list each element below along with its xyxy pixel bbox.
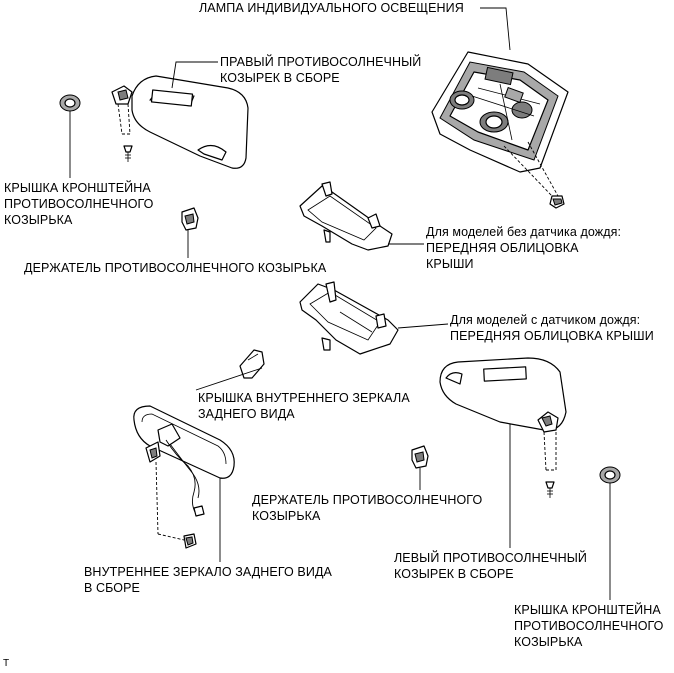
label-right-visor-line1: ПРАВЫЙ ПРОТИВОСОЛНЕЧНЫЙ <box>220 55 422 69</box>
label-inner-mirror-line1: ВНУТРЕННЕЕ ЗЕРКАЛО ЗАДНЕГО ВИДА <box>84 565 332 579</box>
label-bracket-cover-bottom-line1: КРЫШКА КРОНШТЕЙНА <box>514 603 661 617</box>
label-visor-holder-top-text: ДЕРЖАТЕЛЬ ПРОТИВОСОЛНЕЧНОГО КОЗЫРЬКА <box>24 261 327 275</box>
label-bracket-cover-bottom-line3: КОЗЫРЬКА <box>514 635 583 649</box>
label-roof-trim-rain: Для моделей с датчиком дождя: ПЕРЕДНЯЯ О… <box>450 312 654 344</box>
label-inner-mirror-line2: В СБОРЕ <box>84 581 140 595</box>
label-roof-trim-no-rain-line3: КРЫШИ <box>426 257 474 271</box>
label-visor-holder-bottom-line1: ДЕРЖАТЕЛЬ ПРОТИВОСОЛНЕЧНОГО <box>252 493 483 507</box>
visor-holder-top-part <box>181 207 199 231</box>
label-mirror-cover-line1: КРЫШКА ВНУТРЕННЕГО ЗЕРКАЛА <box>198 391 410 405</box>
label-roof-trim-no-rain-line2: ПЕРЕДНЯЯ ОБЛИЦОВКА <box>426 241 579 255</box>
label-bracket-cover-top: КРЫШКА КРОНШТЕЙНА ПРОТИВОСОЛНЕЧНОГО КОЗЫ… <box>4 180 154 228</box>
label-left-visor-line1: ЛЕВЫЙ ПРОТИВОСОЛНЕЧНЫЙ <box>394 551 587 565</box>
front-roof-trim-rain <box>299 281 399 355</box>
label-right-visor-line2: КОЗЫРЕК В СБОРЕ <box>220 71 340 85</box>
right-sun-visor <box>111 75 249 169</box>
corner-mark-text: T <box>3 658 10 669</box>
visor-holder-bottom-part <box>411 445 429 469</box>
label-left-visor-line2: КОЗЫРЕК В СБОРЕ <box>394 567 514 581</box>
label-mirror-cover: КРЫШКА ВНУТРЕННЕГО ЗЕРКАЛА ЗАДНЕГО ВИДА <box>198 390 410 422</box>
label-visor-holder-bottom-line2: КОЗЫРЬКА <box>252 509 321 523</box>
label-visor-holder-top: ДЕРЖАТЕЛЬ ПРОТИВОСОЛНЕЧНОГО КОЗЫРЬКА <box>24 260 326 276</box>
label-roof-trim-no-rain: Для моделей без датчика дождя: ПЕРЕДНЯЯ … <box>426 224 621 272</box>
label-bracket-cover-top-line1: КРЫШКА КРОНШТЕЙНА <box>4 181 151 195</box>
left-sun-visor <box>439 357 567 498</box>
label-roof-trim-no-rain-line1: Для моделей без датчика дождя: <box>426 225 622 239</box>
bracket-cover-bottom-part <box>599 466 621 484</box>
label-roof-trim-rain-line1: Для моделей с датчиком дождя: <box>450 313 641 327</box>
label-bracket-cover-top-line3: КОЗЫРЬКА <box>4 213 73 227</box>
label-roof-trim-rain-line2: ПЕРЕДНЯЯ ОБЛИЦОВКА КРЫШИ <box>450 329 654 343</box>
label-right-visor: ПРАВЫЙ ПРОТИВОСОЛНЕЧНЫЙ КОЗЫРЕК В СБОРЕ <box>220 54 421 86</box>
label-bracket-cover-bottom: КРЫШКА КРОНШТЕЙНА ПРОТИВОСОЛНЕЧНОГО КОЗЫ… <box>514 602 664 650</box>
label-left-visor: ЛЕВЫЙ ПРОТИВОСОЛНЕЧНЫЙ КОЗЫРЕК В СБОРЕ <box>394 550 587 582</box>
front-roof-trim-no-rain <box>299 181 393 251</box>
label-bracket-cover-bottom-line2: ПРОТИВОСОЛНЕЧНОГО <box>514 619 664 633</box>
mirror-cover-part <box>239 349 265 379</box>
label-bracket-cover-top-line2: ПРОТИВОСОЛНЕЧНОГО <box>4 197 154 211</box>
corner-mark: T <box>3 656 9 672</box>
inner-mirror-assembly <box>133 405 235 549</box>
label-mirror-cover-line2: ЗАДНЕГО ВИДА <box>198 407 295 421</box>
personal-light-assembly <box>431 51 569 209</box>
label-visor-holder-bottom: ДЕРЖАТЕЛЬ ПРОТИВОСОЛНЕЧНОГО КОЗЫРЬКА <box>252 492 482 524</box>
label-personal-light: ЛАМПА ИНДИВИДУАЛЬНОГО ОСВЕЩЕНИЯ <box>199 0 464 16</box>
bracket-cover-top-part <box>59 94 81 112</box>
label-personal-light-text: ЛАМПА ИНДИВИДУАЛЬНОГО ОСВЕЩЕНИЯ <box>199 1 464 15</box>
label-inner-mirror: ВНУТРЕННЕЕ ЗЕРКАЛО ЗАДНЕГО ВИДА В СБОРЕ <box>84 564 332 596</box>
leader-lines <box>69 7 611 600</box>
